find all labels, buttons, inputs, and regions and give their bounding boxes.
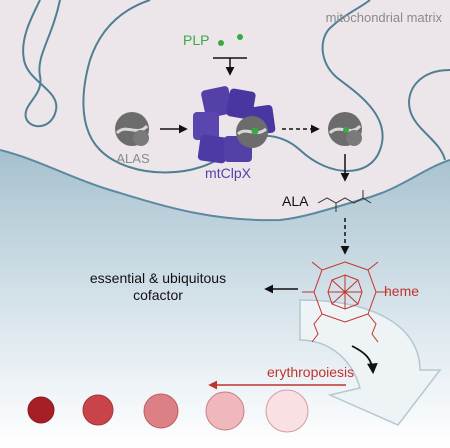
plp-label: PLP — [183, 32, 209, 48]
plp-molecule-icon — [237, 34, 243, 40]
red-blood-cell-icon — [205, 391, 245, 431]
red-blood-cell-icon — [265, 389, 309, 433]
red-blood-cell-icon — [143, 393, 179, 429]
compartment-label: mitochondrial matrix — [326, 10, 443, 25]
heme-molecule-icon — [302, 261, 388, 343]
outer-membrane — [0, 149, 450, 222]
plp-molecule-icon — [218, 40, 224, 46]
erythropoiesis-label: erythropoiesis — [267, 364, 354, 380]
alas-protein-icon — [115, 112, 149, 146]
ala-label: ALA — [282, 193, 309, 209]
crista-left — [22, 0, 61, 128]
mtclpx-label: mtClpX — [205, 165, 252, 181]
ala-molecule-icon — [317, 190, 372, 212]
heme-label: heme — [384, 283, 419, 299]
plp-binding-bracket — [213, 57, 247, 74]
red-blood-cell-icon — [27, 396, 55, 424]
alas-plp-protein-icon — [328, 112, 362, 146]
mtclpx-complex-icon — [193, 86, 276, 164]
crista-main — [82, 0, 384, 174]
cofactor-role-line2: cofactor — [133, 287, 183, 303]
alas-label: ALAS — [116, 151, 150, 166]
erythrocyte-stages — [27, 389, 309, 433]
cofactor-role-line1: essential & ubiquitous — [90, 270, 226, 286]
crista-right — [408, 69, 450, 161]
red-blood-cell-icon — [82, 394, 114, 426]
arrow-heme-to-erythropoiesis — [351, 345, 378, 375]
